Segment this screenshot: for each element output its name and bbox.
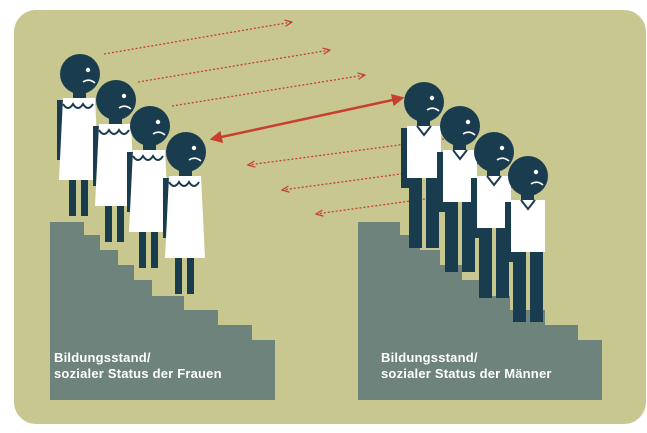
- woman-figure-icon: [163, 132, 206, 294]
- caption-men-line1: Bildungsstand/: [381, 350, 478, 365]
- dotted-arrow-icon: [137, 50, 330, 83]
- men-figures: [401, 82, 548, 322]
- arrows-women: [103, 22, 365, 107]
- caption-women: Bildungsstand/ sozialer Status der Fraue…: [54, 350, 222, 382]
- caption-men-line2: sozialer Status der Männer: [381, 366, 552, 381]
- women-figures: [57, 54, 206, 294]
- dotted-arrow-icon: [171, 75, 365, 107]
- man-figure-icon: [401, 82, 444, 248]
- woman-figure-icon: [93, 80, 136, 242]
- staircase-men: [358, 222, 602, 400]
- staircase-women: [50, 222, 275, 400]
- man-figure-icon: [437, 106, 480, 272]
- man-figure-icon: [505, 156, 548, 322]
- woman-figure-icon: [127, 106, 170, 268]
- woman-figure-icon: [57, 54, 100, 216]
- double-headed-arrow-icon: [209, 93, 405, 144]
- caption-men: Bildungsstand/ sozialer Status der Männe…: [381, 350, 552, 382]
- caption-women-line1: Bildungsstand/: [54, 350, 151, 365]
- caption-women-line2: sozialer Status der Frauen: [54, 366, 222, 381]
